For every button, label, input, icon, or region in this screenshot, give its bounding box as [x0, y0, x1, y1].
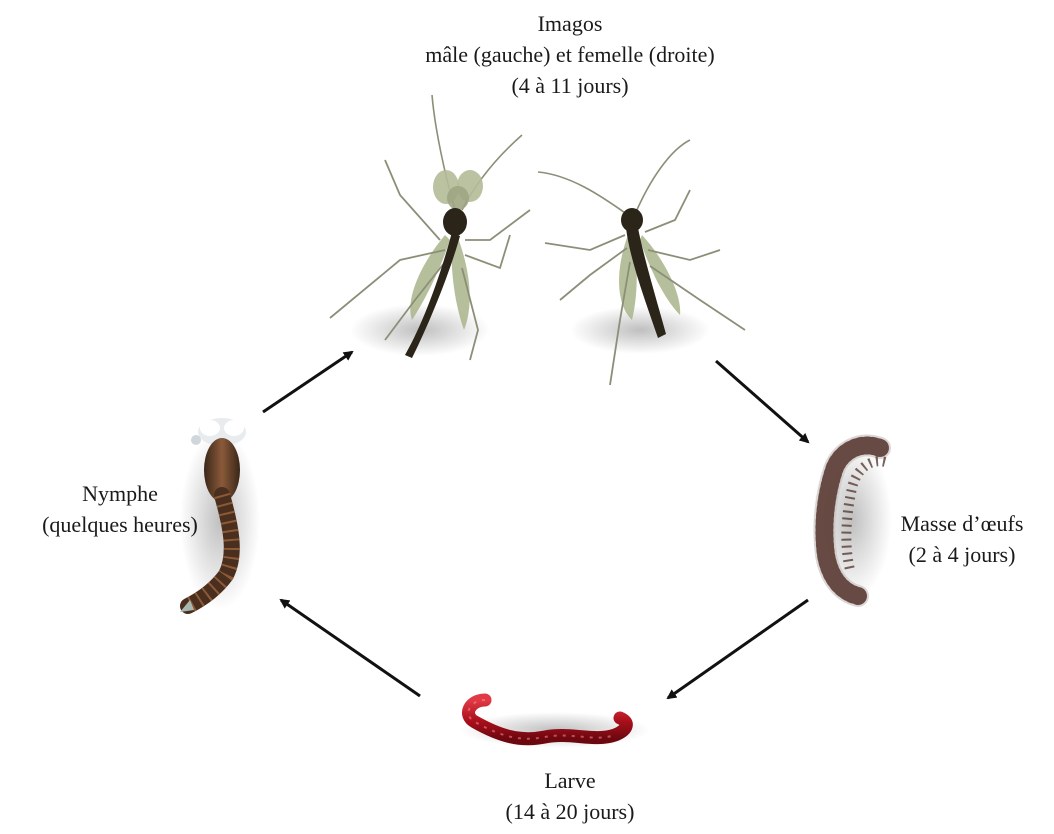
arrow-larva-to-nymph — [281, 600, 420, 696]
larva-illustration — [460, 700, 650, 748]
larva-duration: (14 à 20 jours) — [470, 796, 670, 827]
nymph-duration: (quelques heures) — [0, 509, 240, 540]
male-midge-illustration — [330, 95, 530, 360]
nymph-title: Nymphe — [0, 478, 240, 509]
female-midge-illustration — [538, 140, 745, 385]
arrow-imagos-to-eggs — [716, 361, 808, 442]
imagos-subtitle: mâle (gauche) et femelle (droite) — [340, 39, 800, 70]
imagos-title: Imagos — [340, 8, 800, 39]
eggs-duration: (2 à 4 jours) — [870, 539, 1054, 570]
larva-title: Larve — [470, 765, 670, 796]
larva-label: Larve (14 à 20 jours) — [470, 765, 670, 827]
nymph-label: Nymphe (quelques heures) — [0, 478, 240, 540]
eggs-title: Masse d’œufs — [870, 508, 1054, 539]
arrow-nymph-to-imagos — [263, 352, 352, 412]
imagos-duration: (4 à 11 jours) — [340, 70, 800, 101]
arrow-eggs-to-larva — [668, 600, 808, 698]
imagos-label: Imagos mâle (gauche) et femelle (droite)… — [340, 8, 800, 101]
eggs-label: Masse d’œufs (2 à 4 jours) — [870, 508, 1054, 570]
